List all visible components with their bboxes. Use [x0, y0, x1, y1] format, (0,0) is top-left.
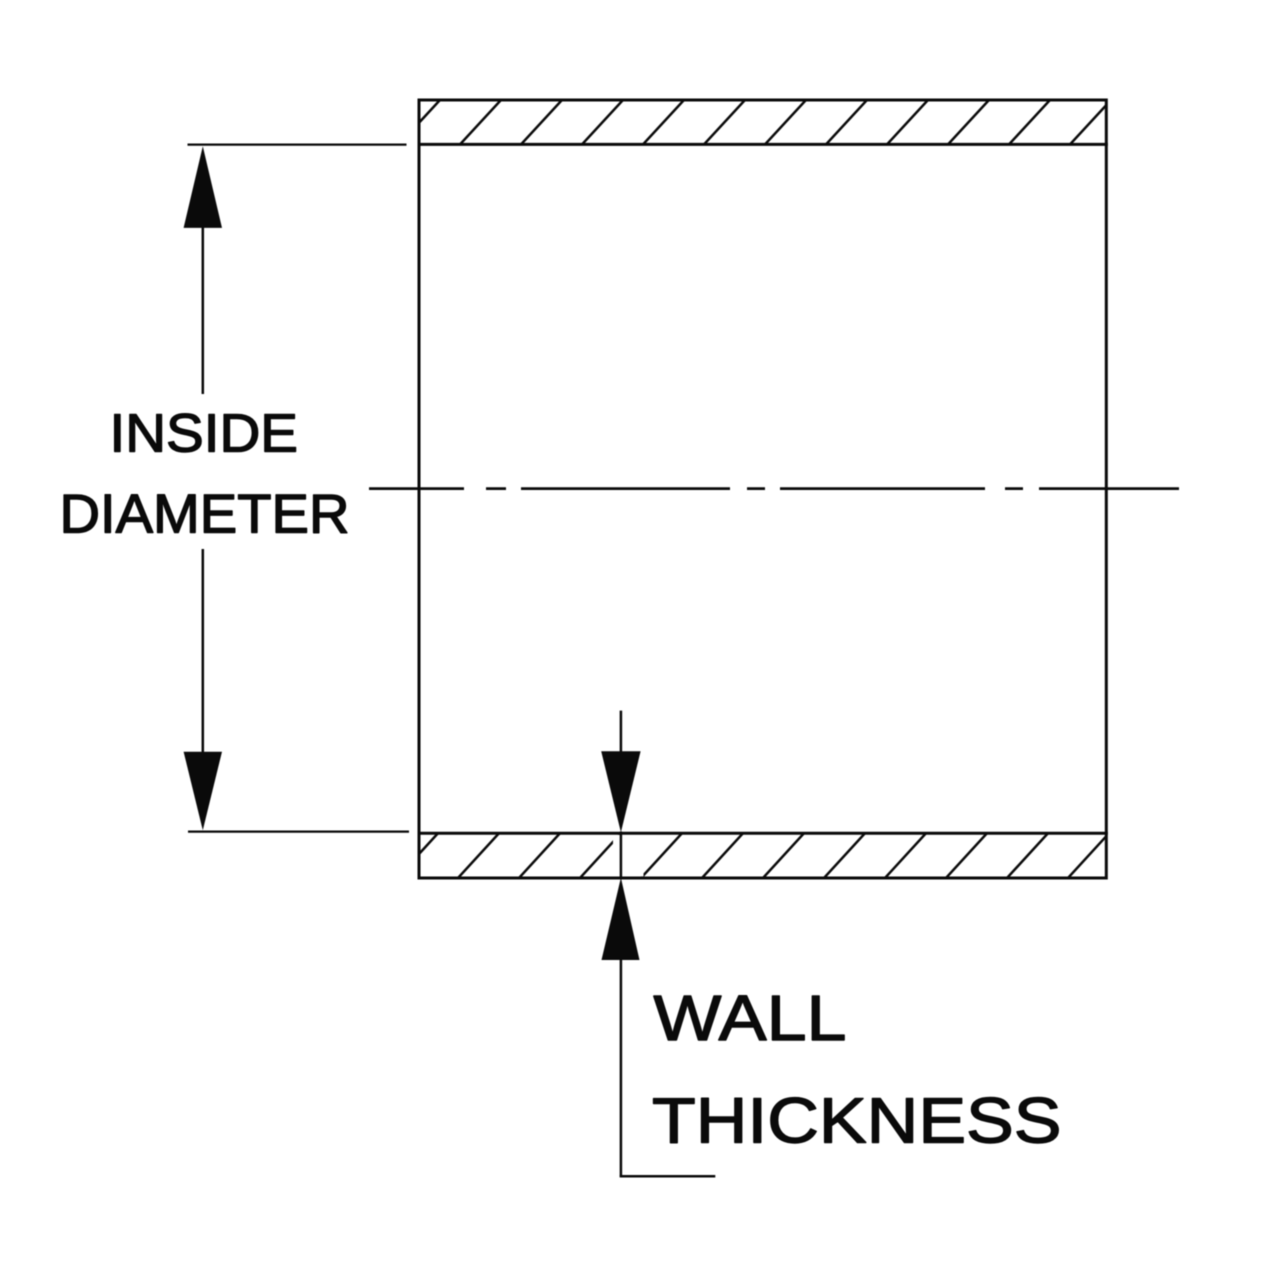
svg-text:DIAMETER: DIAMETER [60, 483, 350, 544]
svg-text:THICKNESS: THICKNESS [652, 1085, 1062, 1157]
svg-text:WALL: WALL [654, 982, 847, 1054]
svg-text:INSIDE: INSIDE [110, 404, 299, 464]
